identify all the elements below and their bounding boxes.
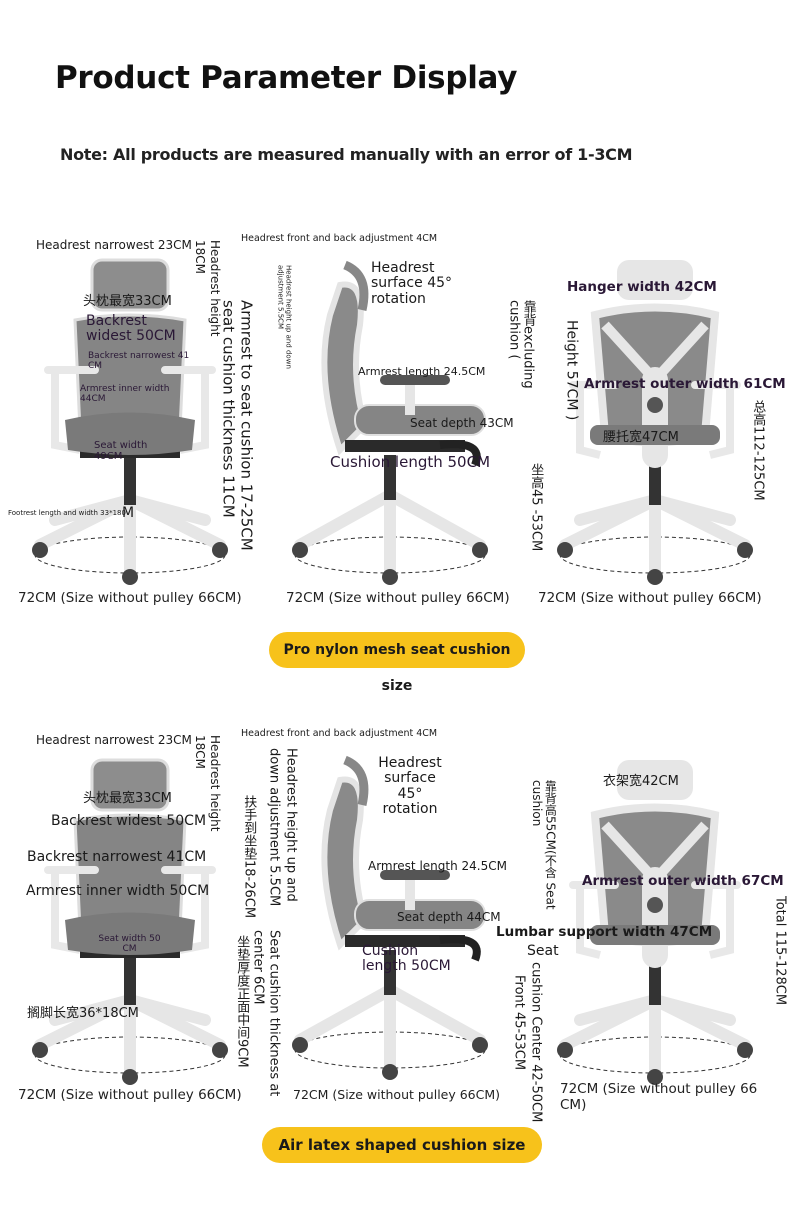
footrest-cn-label: 搁脚长宽36*18CM xyxy=(27,1006,139,1021)
back-size-caption: 72CM (Size without pulley 66CM) xyxy=(538,590,762,606)
backrest-widest-label: Backrest widest 50CM xyxy=(51,813,207,829)
headrest-height-value: 18CM xyxy=(193,735,208,770)
headrest-narrowest-label: Headrest narrowest 23CM xyxy=(36,733,192,747)
armrest-inner-width-label: Armrest inner width 50CM xyxy=(26,883,210,899)
front-size-caption: 72CM (Size without pulley 66CM) xyxy=(18,1087,242,1103)
seat-height-label: 坐高45 -53CM xyxy=(528,463,544,552)
seat-width-label: Seat width 49CM xyxy=(94,440,148,462)
armrest-length-label: Armrest length 24.5CM xyxy=(368,859,507,873)
headrest-narrowest-label: Headrest narrowest 23CM xyxy=(36,238,192,252)
footrest-label: Footrest length and width 33*180 xyxy=(8,509,126,517)
headrest-up-down-label-a: Headrest height up and xyxy=(283,748,299,902)
armrest-to-seat-cn-label: 扶手到坐垫18-26CM xyxy=(241,795,257,919)
hanger-width-label: Hanger width 42CM xyxy=(567,279,717,295)
headrest-widest-cn-label: 头枕最宽33CM xyxy=(83,294,172,309)
side-size-caption: 72CM (Size without pulley 66CM) xyxy=(293,1087,501,1102)
back-chair-image xyxy=(545,755,765,1085)
latex-cushion-badge: Air latex shaped cushion size xyxy=(262,1127,542,1163)
backrest-narrowest-label: Backrest narrowest 41 CM xyxy=(88,351,190,371)
headrest-height-value: 18CM xyxy=(193,240,208,275)
backrest-height-label: 靠背高55CM(不含 Seat cushion xyxy=(530,780,558,910)
side-size-caption: 72CM (Size without pulley 66CM) xyxy=(286,590,510,606)
front-size-caption: 72CM (Size without pulley 66CM) xyxy=(18,590,242,606)
back-size-caption: 72CM (Size without pulley 66 CM) xyxy=(560,1081,758,1113)
lumbar-width-label: Lumbar support width 47CM xyxy=(496,924,713,940)
backrest-narrowest-label: Backrest narrowest 41CM xyxy=(27,849,207,865)
headrest-up-down-label-b: down adjustment 5.5CM xyxy=(266,748,282,907)
seat-depth-label: Seat depth 44CM xyxy=(397,910,501,924)
seat-front-height-label: Front 45-53CM xyxy=(511,975,527,1071)
backrest-height-label-a: 靠背excluding cushion ( xyxy=(506,300,536,389)
armrest-inner-width-label: Armrest inner width 44CM xyxy=(80,384,170,404)
cushion-length-label: Cushion length 50CM xyxy=(362,943,451,975)
seat-thickness-label: seat cushion thickness 11CM xyxy=(219,300,238,518)
cushion-length-label: Cushion length 50CM xyxy=(330,453,491,471)
seat-thickness-label-b: center 6CM xyxy=(250,930,266,1005)
lumbar-width-cn-label: 腰托宽47CM xyxy=(603,430,679,445)
headrest-height-label: Headrest height xyxy=(208,240,223,337)
headrest-front-back-label: Headrest front and back adjustment 4CM xyxy=(241,233,438,244)
headrest-widest-cn-label: 头枕最宽33CM xyxy=(83,791,172,806)
measurement-note: Note: All products are measured manually… xyxy=(60,145,633,164)
total-height-label: Total 115-128CM xyxy=(772,896,788,1006)
seat-width-label: Seat width 50 CM xyxy=(98,934,161,954)
headrest-rotation-label: Headrest surface 45° rotation xyxy=(378,755,442,818)
armrest-outer-width-label: Armrest outer width 67CM xyxy=(582,873,784,889)
seat-thickness-cn-label: 坐垫厚度正面中间9CM xyxy=(234,935,250,1068)
headrest-rotation-label: Headrest surface 45° rotation xyxy=(371,260,453,307)
seat-label: Seat xyxy=(527,943,559,959)
hanger-width-cn-label: 衣架宽42CM xyxy=(603,774,679,789)
headrest-front-back-label: Headrest front and back adjustment 4CM xyxy=(241,728,438,739)
seat-thickness-label-a: Seat cushion thickness at xyxy=(266,930,282,1097)
armrest-length-label: Armrest length 24.5CM xyxy=(358,365,486,378)
page-title: Product Parameter Display xyxy=(55,60,518,96)
seat-center-height-label: cushion Center 42-50CM xyxy=(528,962,544,1123)
backrest-widest-label: Backrest widest 50CM xyxy=(86,313,176,345)
total-height-label: 总高112-125CM xyxy=(750,400,766,501)
headrest-height-label: Headrest height xyxy=(208,735,223,832)
mesh-cushion-badge: Pro nylon mesh seat cushion size xyxy=(269,632,525,694)
armrest-outer-width-label: Armrest outer width 61CM xyxy=(584,376,786,392)
backrest-height-label-b: Height 57CM ) xyxy=(563,320,580,421)
footrest-suffix: M xyxy=(122,505,135,521)
armrest-to-seat-label: Armrest to seat cushion 17-25CM xyxy=(237,300,256,551)
seat-depth-label: Seat depth 43CM xyxy=(410,416,514,430)
headrest-up-down-label: Headrest height up and down adjustment 5… xyxy=(276,265,293,369)
